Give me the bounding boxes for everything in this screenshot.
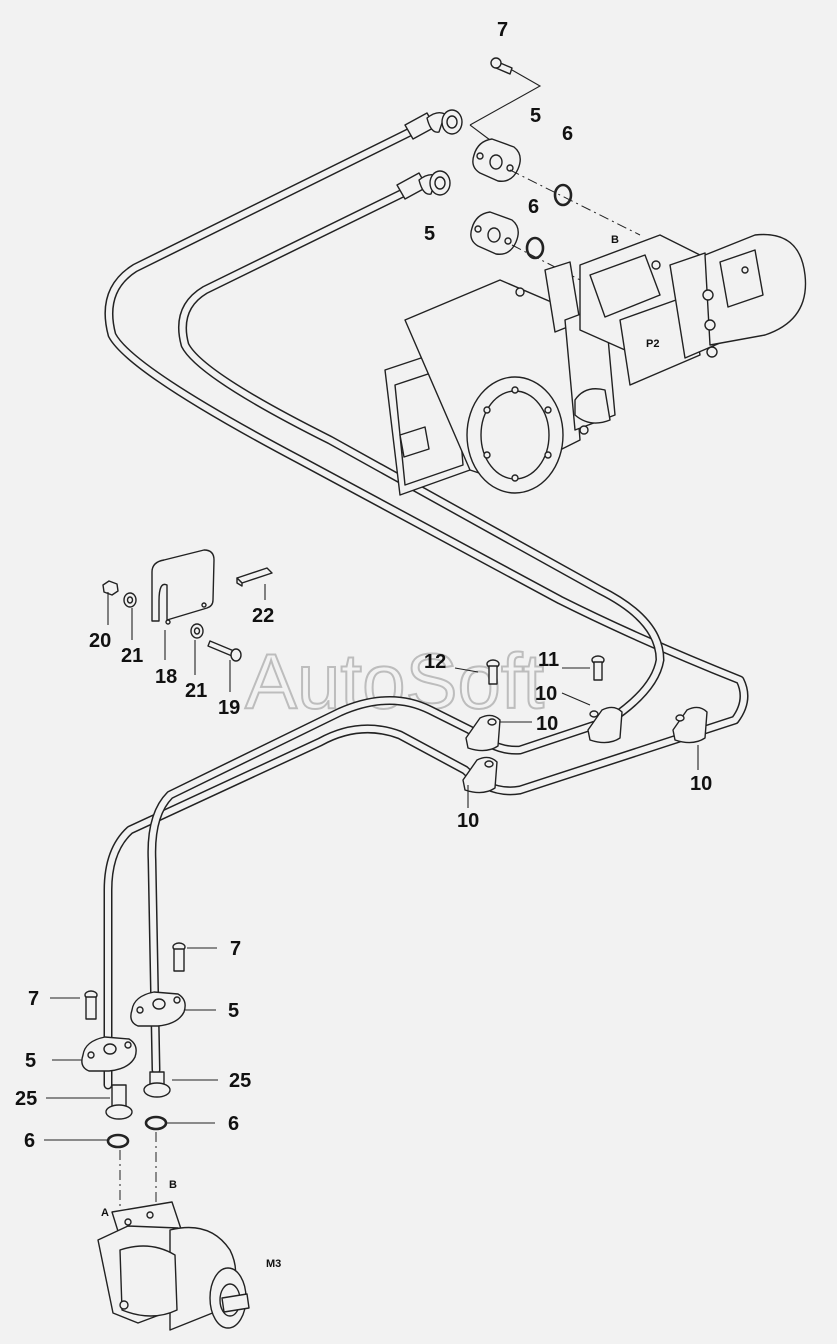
o-ring-6-lower-right xyxy=(144,1115,168,1131)
callout: 10 xyxy=(457,810,479,832)
hydraulic-pump-assembly xyxy=(384,233,807,496)
port-label-b-pump: B xyxy=(611,234,619,246)
pipe-end-fittings-top xyxy=(396,109,463,200)
callout: 22 xyxy=(252,605,274,627)
callout: 25 xyxy=(15,1088,37,1110)
callout: 25 xyxy=(229,1070,251,1092)
callout-numbers: 7 5 6 6 5 22 20 21 18 21 19 12 11 10 10 … xyxy=(15,19,712,1152)
bolt-11 xyxy=(591,655,605,681)
callout: 19 xyxy=(218,697,240,719)
callout: 11 xyxy=(538,649,559,671)
pipe-clamp-10-a xyxy=(465,714,501,752)
fitting-25-right xyxy=(143,1071,171,1098)
callout: 10 xyxy=(690,773,712,795)
pipe-clamp-10-b xyxy=(462,756,498,794)
o-ring-6-upper xyxy=(553,183,573,207)
callout: 12 xyxy=(424,651,446,673)
callout: 18 xyxy=(155,666,177,688)
nut-20 xyxy=(102,580,119,596)
callout: 7 xyxy=(28,988,39,1010)
bolt-12 xyxy=(486,659,500,685)
hydraulic-motor-m3 xyxy=(97,1201,250,1331)
callout: 6 xyxy=(562,123,573,145)
o-ring-6-lower-left xyxy=(106,1133,130,1149)
label-m3: M3 xyxy=(266,1258,281,1270)
callout: 6 xyxy=(528,196,539,218)
port-label-a-motor: A xyxy=(101,1207,109,1219)
fitting-25-left xyxy=(105,1084,133,1120)
watermark: AutoSoft xyxy=(245,637,545,725)
callout: 5 xyxy=(25,1050,36,1072)
callout: 7 xyxy=(497,19,508,41)
axis-line xyxy=(509,169,641,236)
bolt-7-top xyxy=(490,57,513,75)
leader xyxy=(469,69,542,126)
callout: 7 xyxy=(230,938,241,960)
pipe-clamp-10-c xyxy=(587,706,623,744)
callout: 10 xyxy=(535,683,557,705)
split-flange-5-lower-left xyxy=(81,1036,137,1072)
port-labels: B P2 A B M3 xyxy=(101,234,659,1270)
callout: 21 xyxy=(185,680,207,702)
callout: 10 xyxy=(536,713,558,735)
callout: 6 xyxy=(24,1130,35,1152)
washer-21-upper xyxy=(123,592,137,608)
callout: 6 xyxy=(228,1113,239,1135)
split-flange-5-upper xyxy=(472,138,521,182)
bolt-7-lower-right xyxy=(172,942,186,972)
split-flange-5-lower-right xyxy=(130,991,186,1027)
washer-21-lower xyxy=(190,623,204,639)
callout: 5 xyxy=(424,223,435,245)
pipe-clamp-10-d xyxy=(672,706,708,744)
callout: 5 xyxy=(228,1000,239,1022)
bolt-7-lower-left xyxy=(84,990,98,1020)
clamp-strip-22 xyxy=(236,567,273,587)
leader xyxy=(454,667,479,673)
bolt-19 xyxy=(207,640,242,662)
port-label-b-motor: B xyxy=(169,1179,177,1191)
leader xyxy=(561,692,591,706)
callout: 5 xyxy=(530,105,541,127)
hydraulic-pipes xyxy=(103,127,749,1090)
axis-line xyxy=(511,244,591,286)
port-label-p2: P2 xyxy=(646,338,659,350)
bracket-18 xyxy=(151,549,215,625)
split-flange-5-lower xyxy=(470,211,519,255)
o-ring-6-lower xyxy=(525,236,545,260)
callout: 21 xyxy=(121,645,143,667)
leader xyxy=(469,124,491,141)
callout: 20 xyxy=(89,630,111,652)
